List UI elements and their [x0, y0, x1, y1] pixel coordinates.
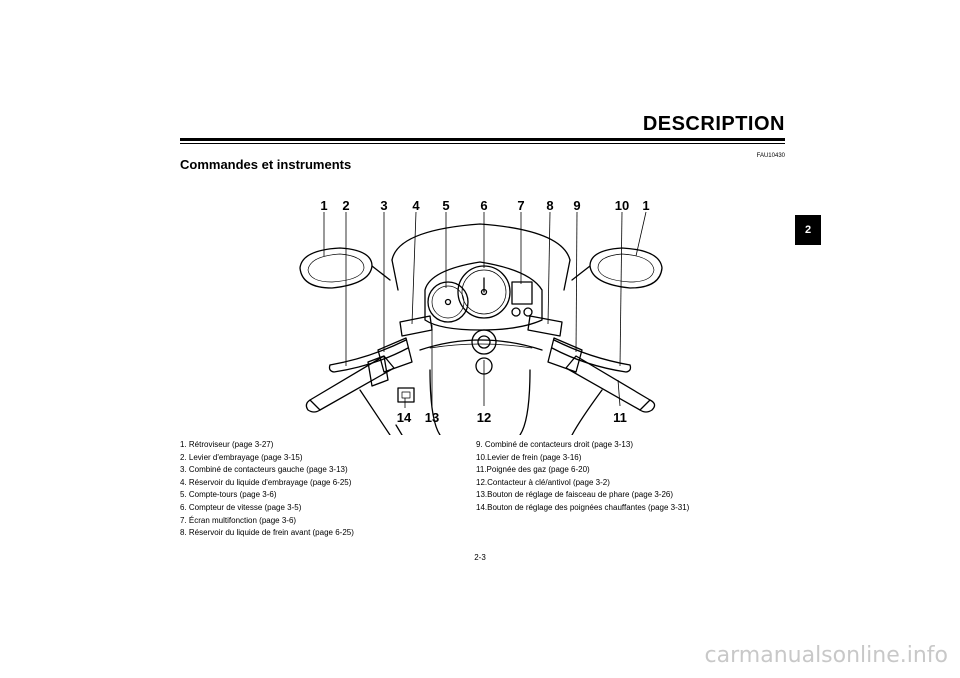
callout-3: 3: [380, 198, 387, 213]
callout-1: 1: [320, 198, 327, 213]
callout-14: 14: [397, 410, 412, 425]
callout-1-right: 1: [642, 198, 649, 213]
callout-11: 11: [613, 410, 627, 425]
legend-item: 9. Combiné de contacteurs droit (page 3-…: [476, 440, 633, 449]
section-title: DESCRIPTION: [642, 113, 785, 135]
callout-12: 12: [477, 410, 491, 425]
chapter-tab[interactable]: 2: [795, 215, 821, 245]
legend-item: 6. Compteur de vitesse (page 3-5): [180, 502, 302, 512]
legend-item: 8. Réservoir du liquide de frein avant (…: [180, 528, 354, 538]
document-code: FAU10430: [756, 153, 785, 159]
page-heading: Commandes et instruments: [180, 157, 352, 172]
header-rule-thin: [180, 143, 785, 144]
handlebar-illustration: 1 2 3 4 5 6 7 8 9 10 1 14 13 12 11: [299, 198, 663, 435]
legend-item: 1. Rétroviseur (page 3-27): [180, 440, 274, 449]
legend-item: 13.Bouton de réglage de faisceau de phar…: [476, 490, 674, 500]
legend-item: 10.Levier de frein (page 3-16): [476, 452, 582, 462]
legend-left-column: 1. Rétroviseur (page 3-27) 2. Levier d'e…: [180, 439, 480, 540]
legend-item: 12.Contacteur à clé/antivol (page 3-2): [476, 477, 610, 487]
callout-4: 4: [412, 198, 420, 213]
header-rule-thick: [180, 138, 785, 141]
callout-7: 7: [517, 198, 524, 213]
callout-5: 5: [442, 198, 449, 213]
legend-item: 2. Levier d'embrayage (page 3-15): [180, 452, 303, 462]
legend-item: 14.Bouton de réglage des poignées chauff…: [476, 502, 690, 512]
callout-2: 2: [342, 198, 349, 213]
callout-6: 6: [480, 198, 487, 213]
legend-item: 7. Écran multifonction (page 3-6): [180, 515, 297, 525]
legend-item: 5. Compte-tours (page 3-6): [180, 490, 277, 500]
callout-9: 9: [573, 198, 580, 213]
watermark: carmanualsonline.info: [704, 643, 948, 668]
legend-right-column: 9. Combiné de contacteurs droit (page 3-…: [476, 439, 786, 515]
legend-item: 11.Poignée des gaz (page 6-20): [476, 465, 590, 475]
callout-8: 8: [546, 198, 553, 213]
legend-item: 3. Combiné de contacteurs gauche (page 3…: [180, 465, 348, 475]
page-number: 2-3: [474, 553, 486, 562]
callout-13: 13: [425, 410, 439, 425]
legend-item: 4. Réservoir du liquide d'embrayage (pag…: [180, 477, 352, 487]
callout-10: 10: [615, 198, 629, 213]
